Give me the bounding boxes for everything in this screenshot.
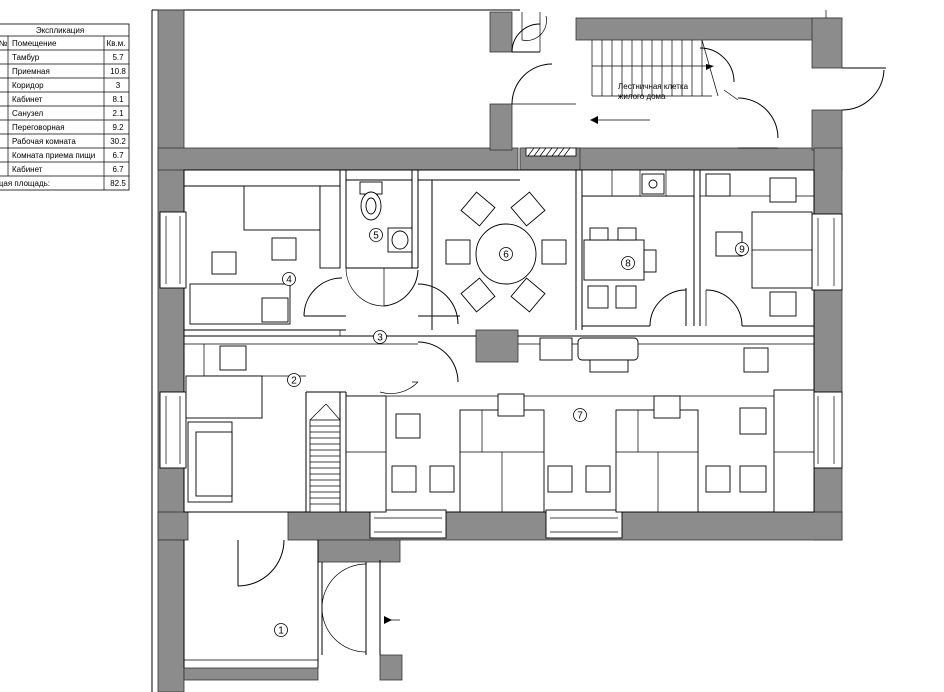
entry-arrow-icon (384, 616, 392, 624)
explication-row-name: Кабинет (12, 165, 43, 174)
furniture-room-9 (705, 173, 813, 317)
furniture-work-room-7 (345, 389, 815, 513)
vestibule (183, 539, 400, 668)
explication-row-area: 6.7 (112, 165, 124, 174)
explication-row-area: 9.2 (112, 123, 124, 132)
furniture-office-4 (189, 185, 341, 325)
windows (159, 211, 843, 539)
room-label: 7 (573, 408, 587, 422)
explication-table: Экспликация № Помещение Кв.м. Тамбур 5.7… (0, 23, 130, 191)
wall-stair-left-lower (489, 103, 513, 151)
explication-row-area: 2.1 (112, 109, 124, 118)
explication-row-area: 10.8 (110, 67, 126, 76)
wall-vestibule-top-right (317, 539, 401, 563)
room-label: 8 (621, 256, 635, 270)
window (369, 509, 447, 539)
vent-hatch (525, 147, 577, 157)
explication-row-area: 5.7 (112, 53, 124, 62)
explication-row-name: Рабочая комната (12, 137, 76, 146)
walls (151, 9, 843, 692)
explication-row-area: 6.7 (112, 151, 124, 160)
explication-row-name: Коридор (12, 81, 44, 90)
window (545, 509, 623, 539)
svg-text:3: 3 (377, 333, 383, 344)
explication-total-label: Общая площадь: (0, 179, 50, 188)
wall-vestibule-left (157, 539, 185, 692)
window (159, 211, 187, 289)
furniture-reception-2 (185, 345, 263, 503)
window (159, 391, 187, 469)
room-label: 6 (499, 247, 513, 261)
explication-total-value: 82.5 (110, 179, 126, 188)
wall-vestibule-bottom (183, 667, 319, 681)
explication-row-name: Кабинет (12, 95, 43, 104)
wall-stair-left-upper (489, 11, 513, 53)
wc-fixtures (359, 181, 413, 253)
explication-row-name: Санузел (12, 109, 43, 118)
stairwell-doors (511, 10, 886, 149)
explication-header-room: Помещение (12, 39, 57, 48)
svg-text:5: 5 (373, 231, 379, 242)
window (811, 213, 843, 291)
svg-text:8: 8 (625, 259, 631, 270)
furniture-room-8 (581, 169, 695, 309)
room-label: 4 (282, 272, 296, 286)
svg-text:9: 9 (739, 245, 745, 256)
room-label: 3 (373, 330, 387, 344)
explication-row-name: Тамбур (12, 53, 40, 62)
furniture-corridor (539, 337, 769, 373)
wall-stair-right-lower (811, 109, 843, 151)
window (811, 391, 843, 469)
explication-header-area: Кв.м. (107, 39, 126, 48)
explication-row-area: 3 (116, 81, 121, 90)
svg-text:6: 6 (503, 250, 509, 261)
svg-text:7: 7 (577, 411, 583, 422)
explication-row-name: Приемная (12, 67, 50, 76)
stairwell-label-line1: Лестничная клетка (618, 82, 689, 91)
explication-row-area: 30.2 (110, 137, 126, 146)
interior-doors (303, 267, 743, 394)
room-label: 9 (735, 242, 749, 256)
column (475, 329, 519, 363)
stair-steps (309, 403, 341, 513)
partitions (183, 169, 815, 513)
room-label: 2 (287, 373, 301, 387)
svg-text:1: 1 (278, 626, 284, 637)
wall-stair-right-upper (811, 17, 843, 69)
explication-title: Экспликация (36, 26, 84, 35)
wall-vestibule-right-bottom (379, 654, 403, 681)
wall-top (157, 147, 519, 171)
svg-text:2: 2 (291, 376, 297, 387)
wall-bottom-left (157, 511, 189, 541)
wall-office-top-right (575, 147, 843, 171)
furniture-meeting-6 (445, 191, 567, 313)
room-labels: 1 2 3 4 5 6 7 8 9 (274, 228, 749, 637)
explication-header-num: № (0, 39, 8, 48)
vent-hatch-hatching (527, 147, 571, 157)
stairwell: Лестничная клетка жилого дома (590, 39, 719, 124)
explication-row-name: Комната приема пищи (12, 151, 95, 160)
explication-row-area: 8.1 (112, 95, 124, 104)
room-label: 5 (369, 228, 383, 242)
wall-right (813, 147, 843, 541)
wall-stair-top (575, 17, 841, 41)
room-label: 1 (274, 623, 288, 637)
svg-text:4: 4 (286, 275, 292, 286)
stairwell-label-line2: жилого дома (618, 92, 666, 101)
explication-row-name: Переговорная (12, 123, 65, 132)
